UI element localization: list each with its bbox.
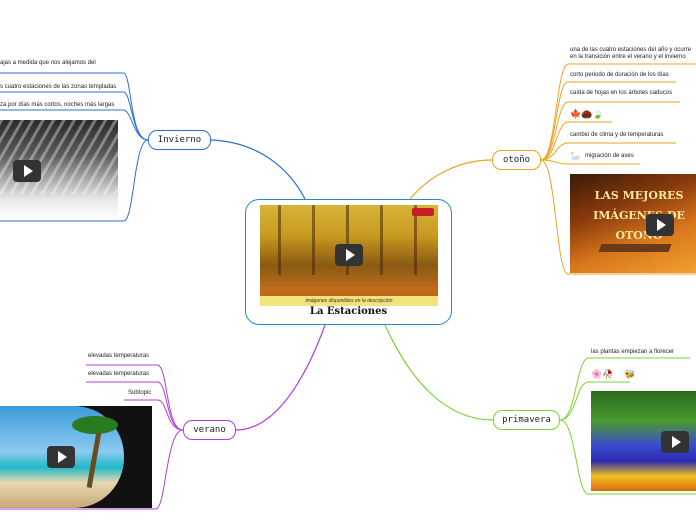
topic-label: primavera [502,415,551,425]
autumn-leaves-icon: 🍁🌰🍃 [570,109,604,119]
link-primavera [384,324,494,421]
center-video-thumbnail[interactable]: imágenes disponibles en la descripción [260,205,438,306]
otono-leaf-2[interactable]: corto periodo de duración de los días [570,72,669,78]
topic-label: otoño [502,155,531,165]
flowers-icon: 🌸🥀 [591,369,614,379]
topic-verano[interactable]: verano [183,420,236,440]
link-invierno [210,139,306,200]
verano-leaf-1[interactable]: elevadas temperaturas [88,353,150,359]
primavera-leaf-1[interactable]: las plantas empiezan a florecer [591,349,675,355]
topic-label: Invierno [157,135,202,145]
topic-label: verano [193,425,226,435]
otono-video-thumbnail[interactable]: LAS MEJORES IMÁGENES DE OTOÑO [570,174,696,273]
bee-icon: 🐝 [624,369,636,379]
swan-icon: 🦢 [570,151,582,161]
invierno-leaf-3[interactable]: za por días más cortos, noches más larga… [0,102,115,108]
link-verano [235,324,326,431]
link-otono [409,159,493,200]
verano-leaf-2[interactable]: elevadas temperaturas [88,371,150,377]
play-button-icon[interactable] [13,160,41,182]
palm-leaves [72,416,118,434]
otono-leaf-1[interactable]: una de las cuatro estaciones del año y o… [570,47,692,60]
channel-logo [412,208,434,216]
topic-invierno[interactable]: Invierno [148,130,211,150]
invierno-leaf-2[interactable]: s cuatro estaciones de las zonas templad… [0,84,117,90]
snow-texture [0,120,118,195]
bench-shape [598,244,672,252]
central-topic[interactable]: imágenes disponibles en la descripción L… [245,199,452,325]
play-button-icon[interactable] [47,446,75,468]
play-button-icon[interactable] [661,431,689,453]
verano-video-thumbnail[interactable] [0,406,152,508]
verano-leaf-3[interactable]: Subtopic [128,390,152,396]
topic-otono[interactable]: otoño [492,150,541,170]
video-title-text: LAS MEJORES IMÁGENES DE OTOÑO [593,189,685,242]
otono-leaf-3[interactable]: caída de hojas en los árboles caducos [570,90,673,96]
play-button-icon[interactable] [335,244,363,266]
topic-primavera[interactable]: primavera [493,410,560,430]
otono-leaf-5[interactable]: cambio de clima y de temperaturas [570,132,664,138]
otono-leaf-6[interactable]: migración de aves [585,153,634,159]
invierno-video-thumbnail[interactable] [0,120,118,219]
invierno-leaf-1[interactable]: ajas a medida que nos alejamos del [0,60,96,66]
primavera-video-thumbnail[interactable] [591,391,696,491]
image-caption: imágenes disponibles en la descripción [260,296,438,306]
central-title: La Estaciones [309,306,388,317]
play-button-icon[interactable] [646,214,674,236]
